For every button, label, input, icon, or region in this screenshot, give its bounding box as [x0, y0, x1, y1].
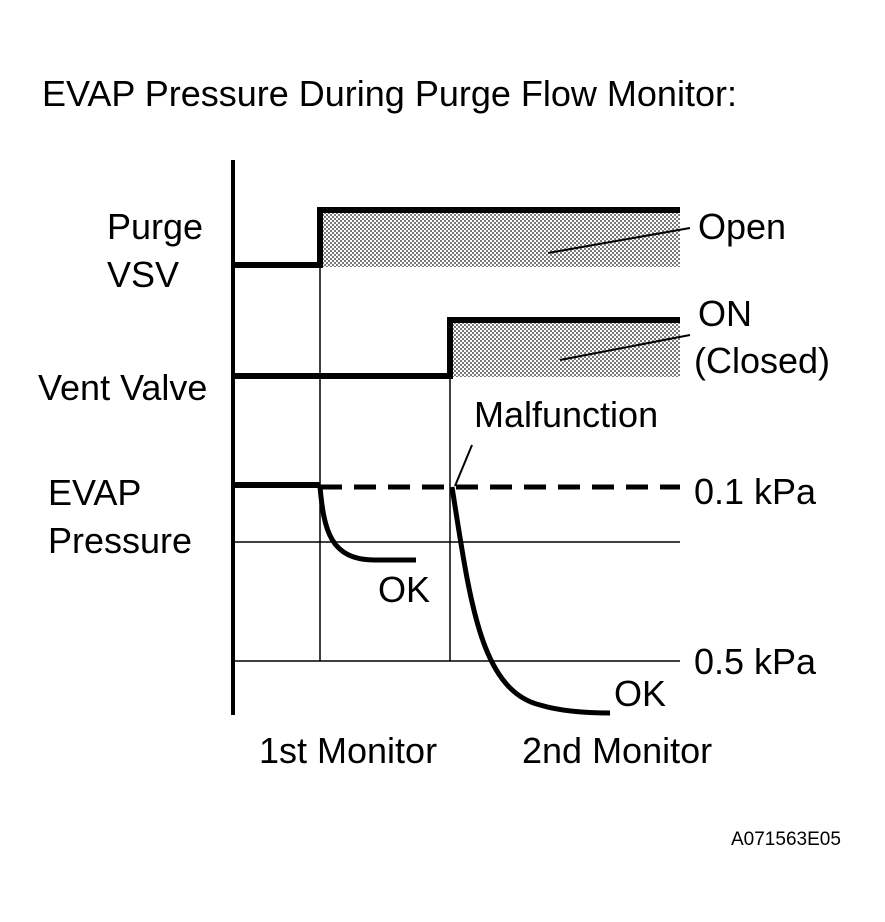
purge-vsv-signal — [233, 207, 680, 268]
second-monitor-pressure-drop — [449, 486, 611, 716]
closed-leader — [559, 334, 691, 361]
vent-closed-shading — [450, 322, 680, 377]
purge-vsv-label-line1: Purge — [107, 206, 204, 247]
ok-second-label: OK — [614, 673, 667, 714]
open-leader — [547, 227, 691, 254]
figure-code: A071563E05 — [731, 829, 841, 850]
first-monitor-label: 1st Monitor — [259, 730, 438, 771]
vent-valve-label: Vent Valve — [38, 367, 208, 408]
ok-first-label: OK — [378, 569, 431, 610]
malfunction-label: Malfunction — [474, 394, 659, 435]
evap-label-line2: Pressure — [48, 520, 193, 561]
first-monitor-pressure-drop — [317, 486, 416, 563]
page-title: EVAP Pressure During Purge Flow Monitor: — [42, 73, 737, 114]
pressure-upper-label: 0.1 kPa — [694, 471, 817, 512]
pressure-lower-label: 0.5 kPa — [694, 641, 817, 682]
evap-label-line1: EVAP — [48, 472, 142, 513]
vent-closed-label: (Closed) — [694, 340, 831, 381]
vent-on-label: ON — [698, 293, 752, 334]
purge-vsv-label-line2: VSV — [107, 254, 180, 295]
malfunction-leader — [454, 444, 473, 487]
second-monitor-label: 2nd Monitor — [522, 730, 713, 771]
vent-valve-signal — [233, 317, 680, 379]
purge-open-label: Open — [698, 206, 787, 247]
